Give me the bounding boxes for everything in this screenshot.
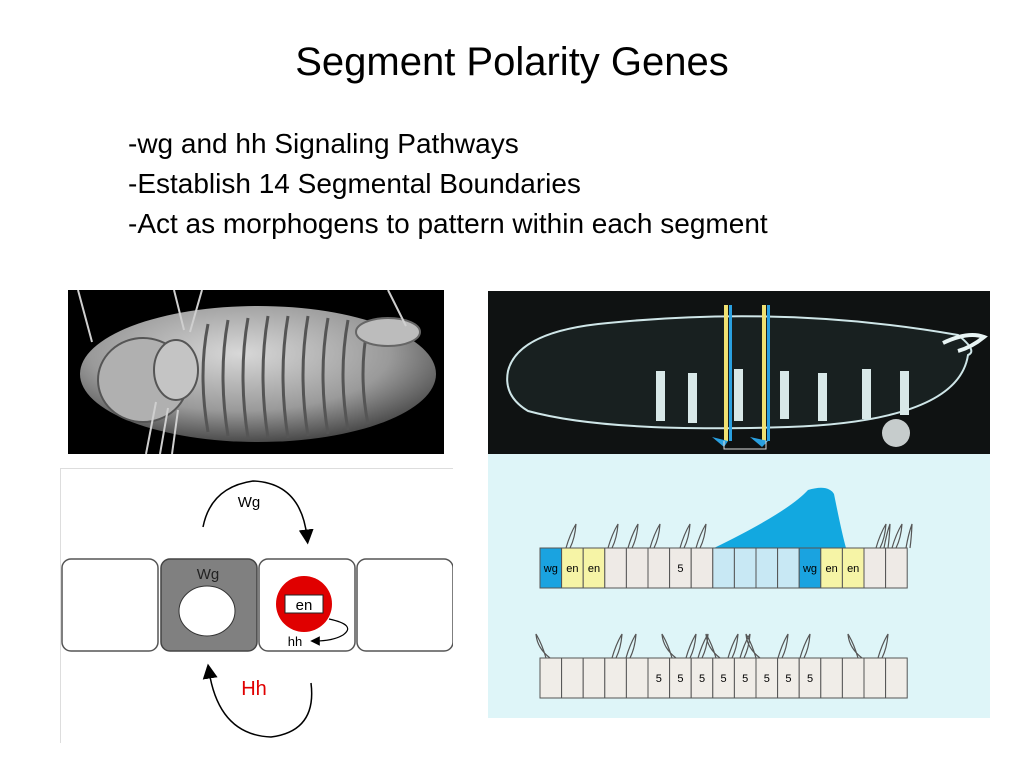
denticle-hair [847,633,863,659]
denticle-hair [745,633,761,659]
denticle-hair [649,523,661,549]
cell-right [356,558,454,652]
denticle-hair [661,633,677,659]
denticle-hair [565,523,577,549]
segment-row-2: 5 5 5 5 5 5 5 5 [539,657,908,699]
denticle-hair [875,523,887,549]
segment-cell [690,547,714,589]
denticle-hair [697,633,709,659]
wg-cell-label: Wg [197,566,220,583]
segment-cell-label: 5 [721,673,727,685]
cell-signaling-diagram: Wg en hh Wg Hh [60,468,454,743]
segment-cell [604,547,627,589]
denticle-hair [535,633,551,659]
cell-left [61,558,159,652]
segment-cell [625,547,649,589]
en-label: en [296,597,313,614]
segment-cell [755,547,779,589]
denticle-hair [695,523,707,549]
denticle-hair [905,523,913,549]
segment-cell-label: wg [543,563,558,575]
segment-cell [712,547,735,589]
denticle-hair [607,523,619,549]
segment-cell [647,547,671,589]
denticle-hair [883,523,891,549]
segment-cell [561,657,584,699]
denticle-hair [877,633,889,659]
denticle-hair [679,523,691,549]
segment-cell-label: en [588,563,600,575]
segment-cell [582,657,606,699]
denticle-hair [891,523,903,549]
segment-cell [863,657,887,699]
segment-cell-label: en [847,563,859,575]
segment-cell [820,657,843,699]
segment-cell [841,657,865,699]
denticle-hair [611,633,623,659]
segment-cell [863,547,887,589]
hh-label: hh [288,634,302,649]
embryo-sem-image [68,289,444,455]
segment-cell [777,547,800,589]
wingless-gradient [714,487,846,548]
segment-cell-label: en [825,563,837,575]
segment-cell-label: 5 [677,563,683,575]
slide-title: Segment Polarity Genes [295,40,729,84]
denticle-hair [799,633,811,659]
denticle-hair [627,523,639,549]
wg-cell-nucleus [178,585,236,637]
denticle-hair [625,633,637,659]
hh-signal-arrow [202,663,313,738]
segment-cell-label: 5 [742,673,748,685]
bullet-list: -wg and hh Signaling Pathways -Establish… [128,124,768,244]
bullet-item: -Establish 14 Segmental Boundaries [128,168,581,199]
wg-signal-arrow [202,480,314,545]
segment-cell [539,657,563,699]
wg-signal-label: Wg [238,494,261,511]
segment-cell [733,547,757,589]
embryo-stained-image [488,291,990,454]
segment-cell-label: 5 [656,673,662,685]
denticle-hair [777,633,789,659]
denticle-hair [705,633,721,659]
segment-cell [885,547,908,589]
segment-cell-label: en [566,563,578,575]
hh-signal-label: Hh [241,678,267,700]
segment-cell [625,657,649,699]
bullet-item: -Act as morphogens to pattern within eac… [128,208,768,239]
denticle-hair [739,633,751,659]
hh-arrow [310,618,349,646]
denticle-hair [727,633,739,659]
bullet-item: -wg and hh Signaling Pathways [128,128,519,159]
denticle-hair [685,633,697,659]
segment-cell-label: 5 [785,673,791,685]
denticle-hairs [535,523,913,659]
segment-cell-label: 5 [807,673,813,685]
segment-cell-label: 5 [764,673,770,685]
segment-cell [604,657,627,699]
segment-cell [885,657,908,699]
segment-cell-label: 5 [699,673,705,685]
segment-cell-label: wg [802,563,817,575]
segment-cell-label: 5 [677,673,683,685]
